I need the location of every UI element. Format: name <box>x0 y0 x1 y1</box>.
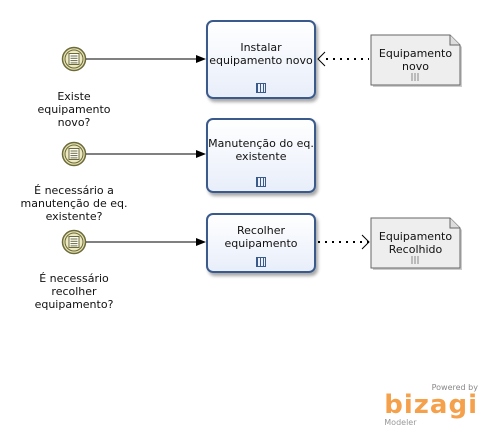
data-object-shape-1 <box>370 34 462 87</box>
collection-marker-icon <box>411 256 420 264</box>
task-recolher-equipamento[interactable]: Recolher equipamento <box>206 213 316 273</box>
task-label: Instalar equipamento novo <box>209 40 313 67</box>
association-1-arrowhead <box>317 51 326 67</box>
data-object-label: Equipamento novo <box>378 47 453 73</box>
data-object-equipamento-recolhido[interactable]: Equipamento Recolhido <box>371 218 460 268</box>
event-label-3: É necessário recolher equipamento? <box>34 272 114 311</box>
collection-marker-icon <box>411 73 420 81</box>
conditional-event-3[interactable] <box>61 229 87 255</box>
conditional-event-2[interactable] <box>61 141 87 167</box>
task-label: Manutenção do eq. existente <box>208 136 314 163</box>
bizagi-logo: bizagi <box>384 390 478 420</box>
conditional-event-1[interactable] <box>61 46 87 72</box>
subprocess-marker-icon <box>256 257 266 267</box>
powered-by-label: Powered by <box>431 383 478 392</box>
data-object-equipamento-novo[interactable]: Equipamento novo <box>371 35 460 85</box>
data-object-shape-2 <box>370 217 462 270</box>
association-2-arrowhead <box>361 234 370 250</box>
modeler-label: Modeler <box>384 418 417 427</box>
task-manutencao-equipamento[interactable]: Manutenção do eq. existente <box>206 118 316 193</box>
subprocess-marker-icon <box>256 177 266 187</box>
task-label: Recolher equipamento <box>224 224 298 250</box>
task-instalar-equipamento[interactable]: Instalar equipamento novo <box>206 20 316 99</box>
bizagi-branding: Powered by bizagi Modeler <box>384 383 478 427</box>
subprocess-marker-icon <box>256 83 266 93</box>
event-label-1: Existe equipamento novo? <box>37 90 111 129</box>
event-label-2: É necessário a manutenção de eq. existen… <box>20 184 128 223</box>
data-object-label: Equipamento Recolhido <box>378 230 453 256</box>
